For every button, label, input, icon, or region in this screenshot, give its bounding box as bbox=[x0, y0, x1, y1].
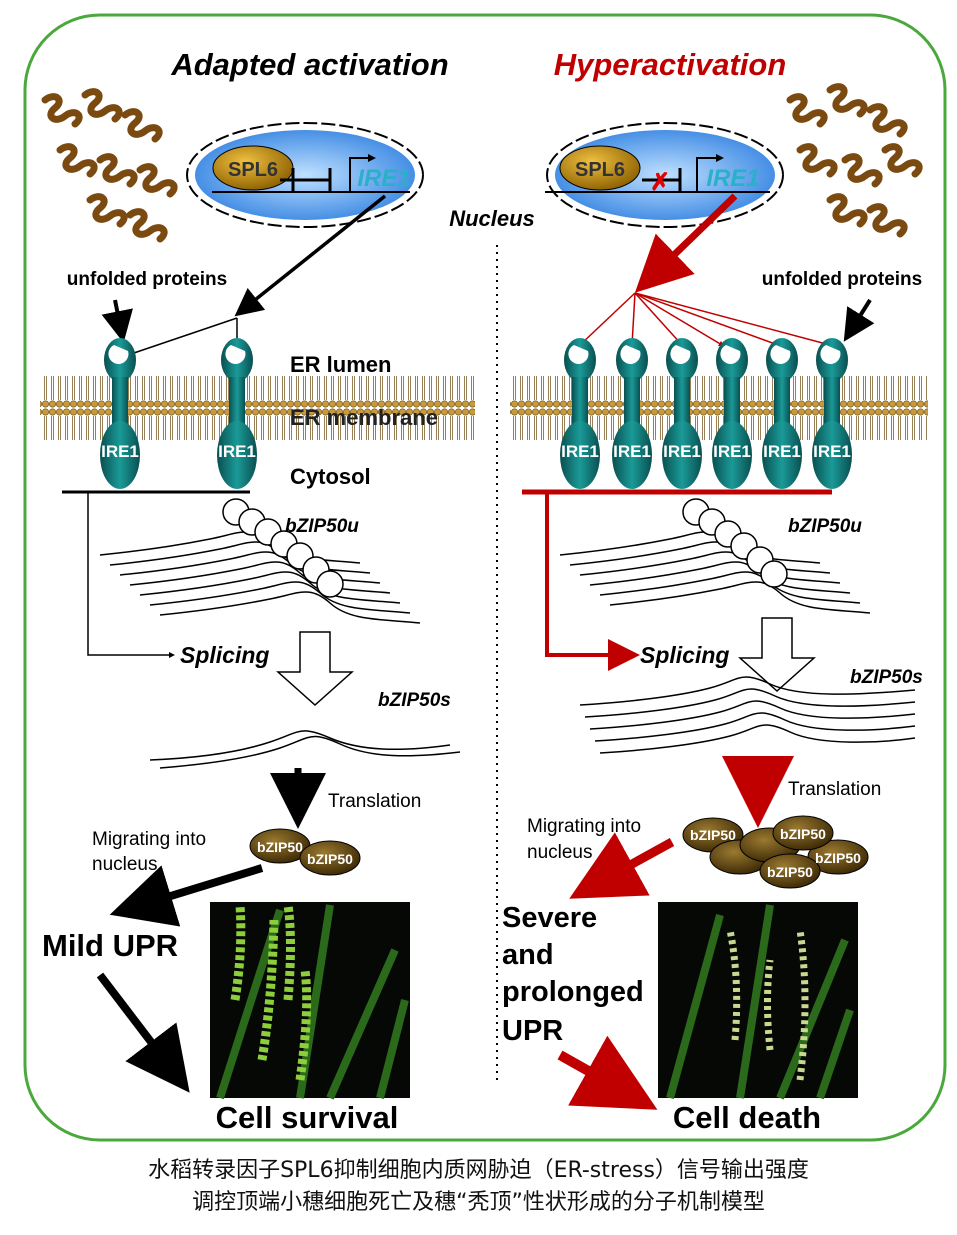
expression-arrow-left bbox=[234, 194, 387, 317]
ire1-gene-right: IRE1 bbox=[706, 165, 759, 192]
translation-label-right: Translation bbox=[788, 779, 881, 800]
bzip50u-label-left: bZIP50u bbox=[285, 516, 359, 537]
migrating-label-right-2: nucleus bbox=[527, 842, 593, 863]
svg-text:IRE1: IRE1 bbox=[813, 442, 851, 461]
bzip50s-label-left: bZIP50s bbox=[378, 690, 451, 711]
cytosol-label: Cytosol bbox=[290, 464, 371, 489]
unfolded-label-right: unfolded proteins bbox=[762, 269, 922, 290]
splicing-arrow-left bbox=[87, 492, 175, 658]
spl6-right: SPL6 bbox=[575, 159, 625, 181]
severe-upr-line4: UPR bbox=[502, 1015, 563, 1047]
left-title: Adapted activation bbox=[170, 47, 448, 82]
translation-label-left: Translation bbox=[328, 791, 421, 812]
svg-text:IRE1: IRE1 bbox=[101, 442, 139, 461]
mild-upr-label: Mild UPR bbox=[42, 928, 178, 963]
figure-caption: 水稻转录因子SPL6抑制细胞内质网胁迫（ER-stress）信号输出强度 调控顶… bbox=[0, 1155, 957, 1219]
svg-text:bZIP50: bZIP50 bbox=[780, 826, 826, 842]
bzip50u-mrna-left bbox=[99, 498, 421, 624]
ire1-receptors-right: IRE1 IRE1 IRE1 IRE1 IRE1 IRE1 bbox=[560, 338, 852, 489]
cell-survival-label: Cell survival bbox=[216, 1100, 399, 1135]
svg-text:bZIP50: bZIP50 bbox=[307, 851, 353, 867]
svg-text:bZIP50: bZIP50 bbox=[257, 839, 303, 855]
splicing-label-right: Splicing bbox=[640, 642, 729, 668]
svg-text:IRE1: IRE1 bbox=[561, 442, 599, 461]
activation-arrows-right bbox=[577, 292, 833, 348]
er-lumen-label: ER lumen bbox=[290, 352, 391, 377]
ire1-gene-left: IRE1 bbox=[357, 165, 410, 192]
bzip50s-mrna-left bbox=[149, 730, 461, 769]
unfolded-proteins-right bbox=[790, 87, 919, 234]
unfolded-proteins-left bbox=[45, 92, 174, 239]
splicing-arrow-right bbox=[545, 492, 640, 671]
panel-border bbox=[23, 13, 947, 1142]
svg-text:bZIP50: bZIP50 bbox=[690, 827, 736, 843]
svg-text:bZIP50: bZIP50 bbox=[767, 864, 813, 880]
severe-upr-line1: Severe bbox=[502, 902, 597, 934]
severe-upr-line3: prolonged bbox=[502, 976, 644, 1008]
unfolded-label-left: unfolded proteins bbox=[67, 269, 227, 290]
severe-upr-line2: and bbox=[502, 939, 554, 971]
rice-panicle-photo-right bbox=[658, 902, 858, 1100]
migrating-label-left-1: Migrating into bbox=[92, 829, 206, 850]
bzip50s-label-right: bZIP50s bbox=[850, 667, 923, 688]
expression-arrow-right bbox=[634, 193, 738, 293]
spl6-left: SPL6 bbox=[228, 159, 278, 181]
bzip50u-mrna-right bbox=[559, 498, 871, 614]
ire1-receptors-left: IRE1 IRE1 bbox=[100, 338, 257, 489]
bzip50-proteins-right: bZIP50 bZIP50 bZIP50 bZIP50 bbox=[682, 815, 869, 889]
svg-text:IRE1: IRE1 bbox=[663, 442, 701, 461]
svg-text:IRE1: IRE1 bbox=[713, 442, 751, 461]
svg-text:bZIP50: bZIP50 bbox=[815, 850, 861, 866]
block-x-icon: ✗ bbox=[650, 169, 670, 196]
er-membrane-label: ER membrane bbox=[290, 405, 438, 430]
svg-text:IRE1: IRE1 bbox=[613, 442, 651, 461]
hollow-arrow-right bbox=[738, 617, 816, 693]
svg-text:IRE1: IRE1 bbox=[763, 442, 801, 461]
svg-text:IRE1: IRE1 bbox=[218, 442, 256, 461]
cell-death-label: Cell death bbox=[673, 1100, 821, 1135]
hollow-arrow-left bbox=[276, 631, 354, 707]
rice-panicle-photo-left bbox=[210, 902, 410, 1100]
right-title: Hyperactivation bbox=[554, 47, 787, 82]
nucleus-right: SPL6 ✗ IRE1 bbox=[545, 122, 784, 228]
splicing-label-left: Splicing bbox=[180, 642, 269, 668]
nucleus-label: Nucleus bbox=[449, 206, 535, 231]
migrating-label-right-1: Migrating into bbox=[527, 816, 641, 837]
bzip50-proteins-left: bZIP50 bZIP50 bbox=[249, 828, 361, 876]
bzip50u-label-right: bZIP50u bbox=[788, 516, 862, 537]
diagram: Adapted activation Hyperactivation unfol… bbox=[23, 13, 947, 1142]
caption-line-2: 调控顶端小穗细胞死亡及穗“秃顶”性状形成的分子机制模型 bbox=[192, 1190, 765, 1215]
migrating-label-left-2: nucleus bbox=[92, 854, 158, 875]
bzip50s-mrna-right bbox=[579, 676, 916, 754]
caption-line-1: 水稻转录因子SPL6抑制细胞内质网胁迫（ER-stress）信号输出强度 bbox=[148, 1158, 809, 1183]
nucleus-left: SPL6 IRE1 bbox=[186, 122, 424, 228]
